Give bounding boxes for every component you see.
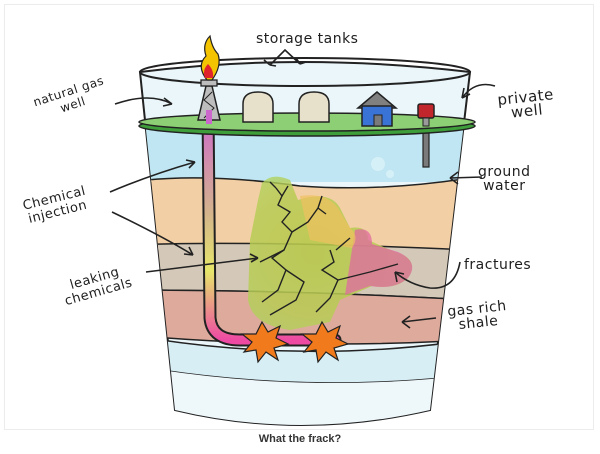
glass-rim [139, 57, 471, 87]
explosion-icon [300, 320, 350, 364]
explosion-icon [240, 320, 290, 364]
natural-gas-well-derrick [197, 34, 221, 124]
storage-tank [298, 91, 330, 123]
bottom-water-layer [140, 334, 470, 384]
label-ground-water: ground water [478, 164, 531, 194]
label-private-well: private well [496, 85, 555, 122]
chemical-plume [248, 176, 413, 330]
fracture-lines [259, 181, 399, 316]
label-storage-tanks: storage tanks [256, 31, 359, 47]
storage-tank [242, 91, 274, 123]
annotation-arrows [109, 48, 496, 329]
figure-caption: What the frack? [258, 433, 342, 445]
label-fractures: fractures [464, 257, 532, 273]
house-icon [355, 91, 399, 127]
private-well-cap [417, 103, 435, 119]
